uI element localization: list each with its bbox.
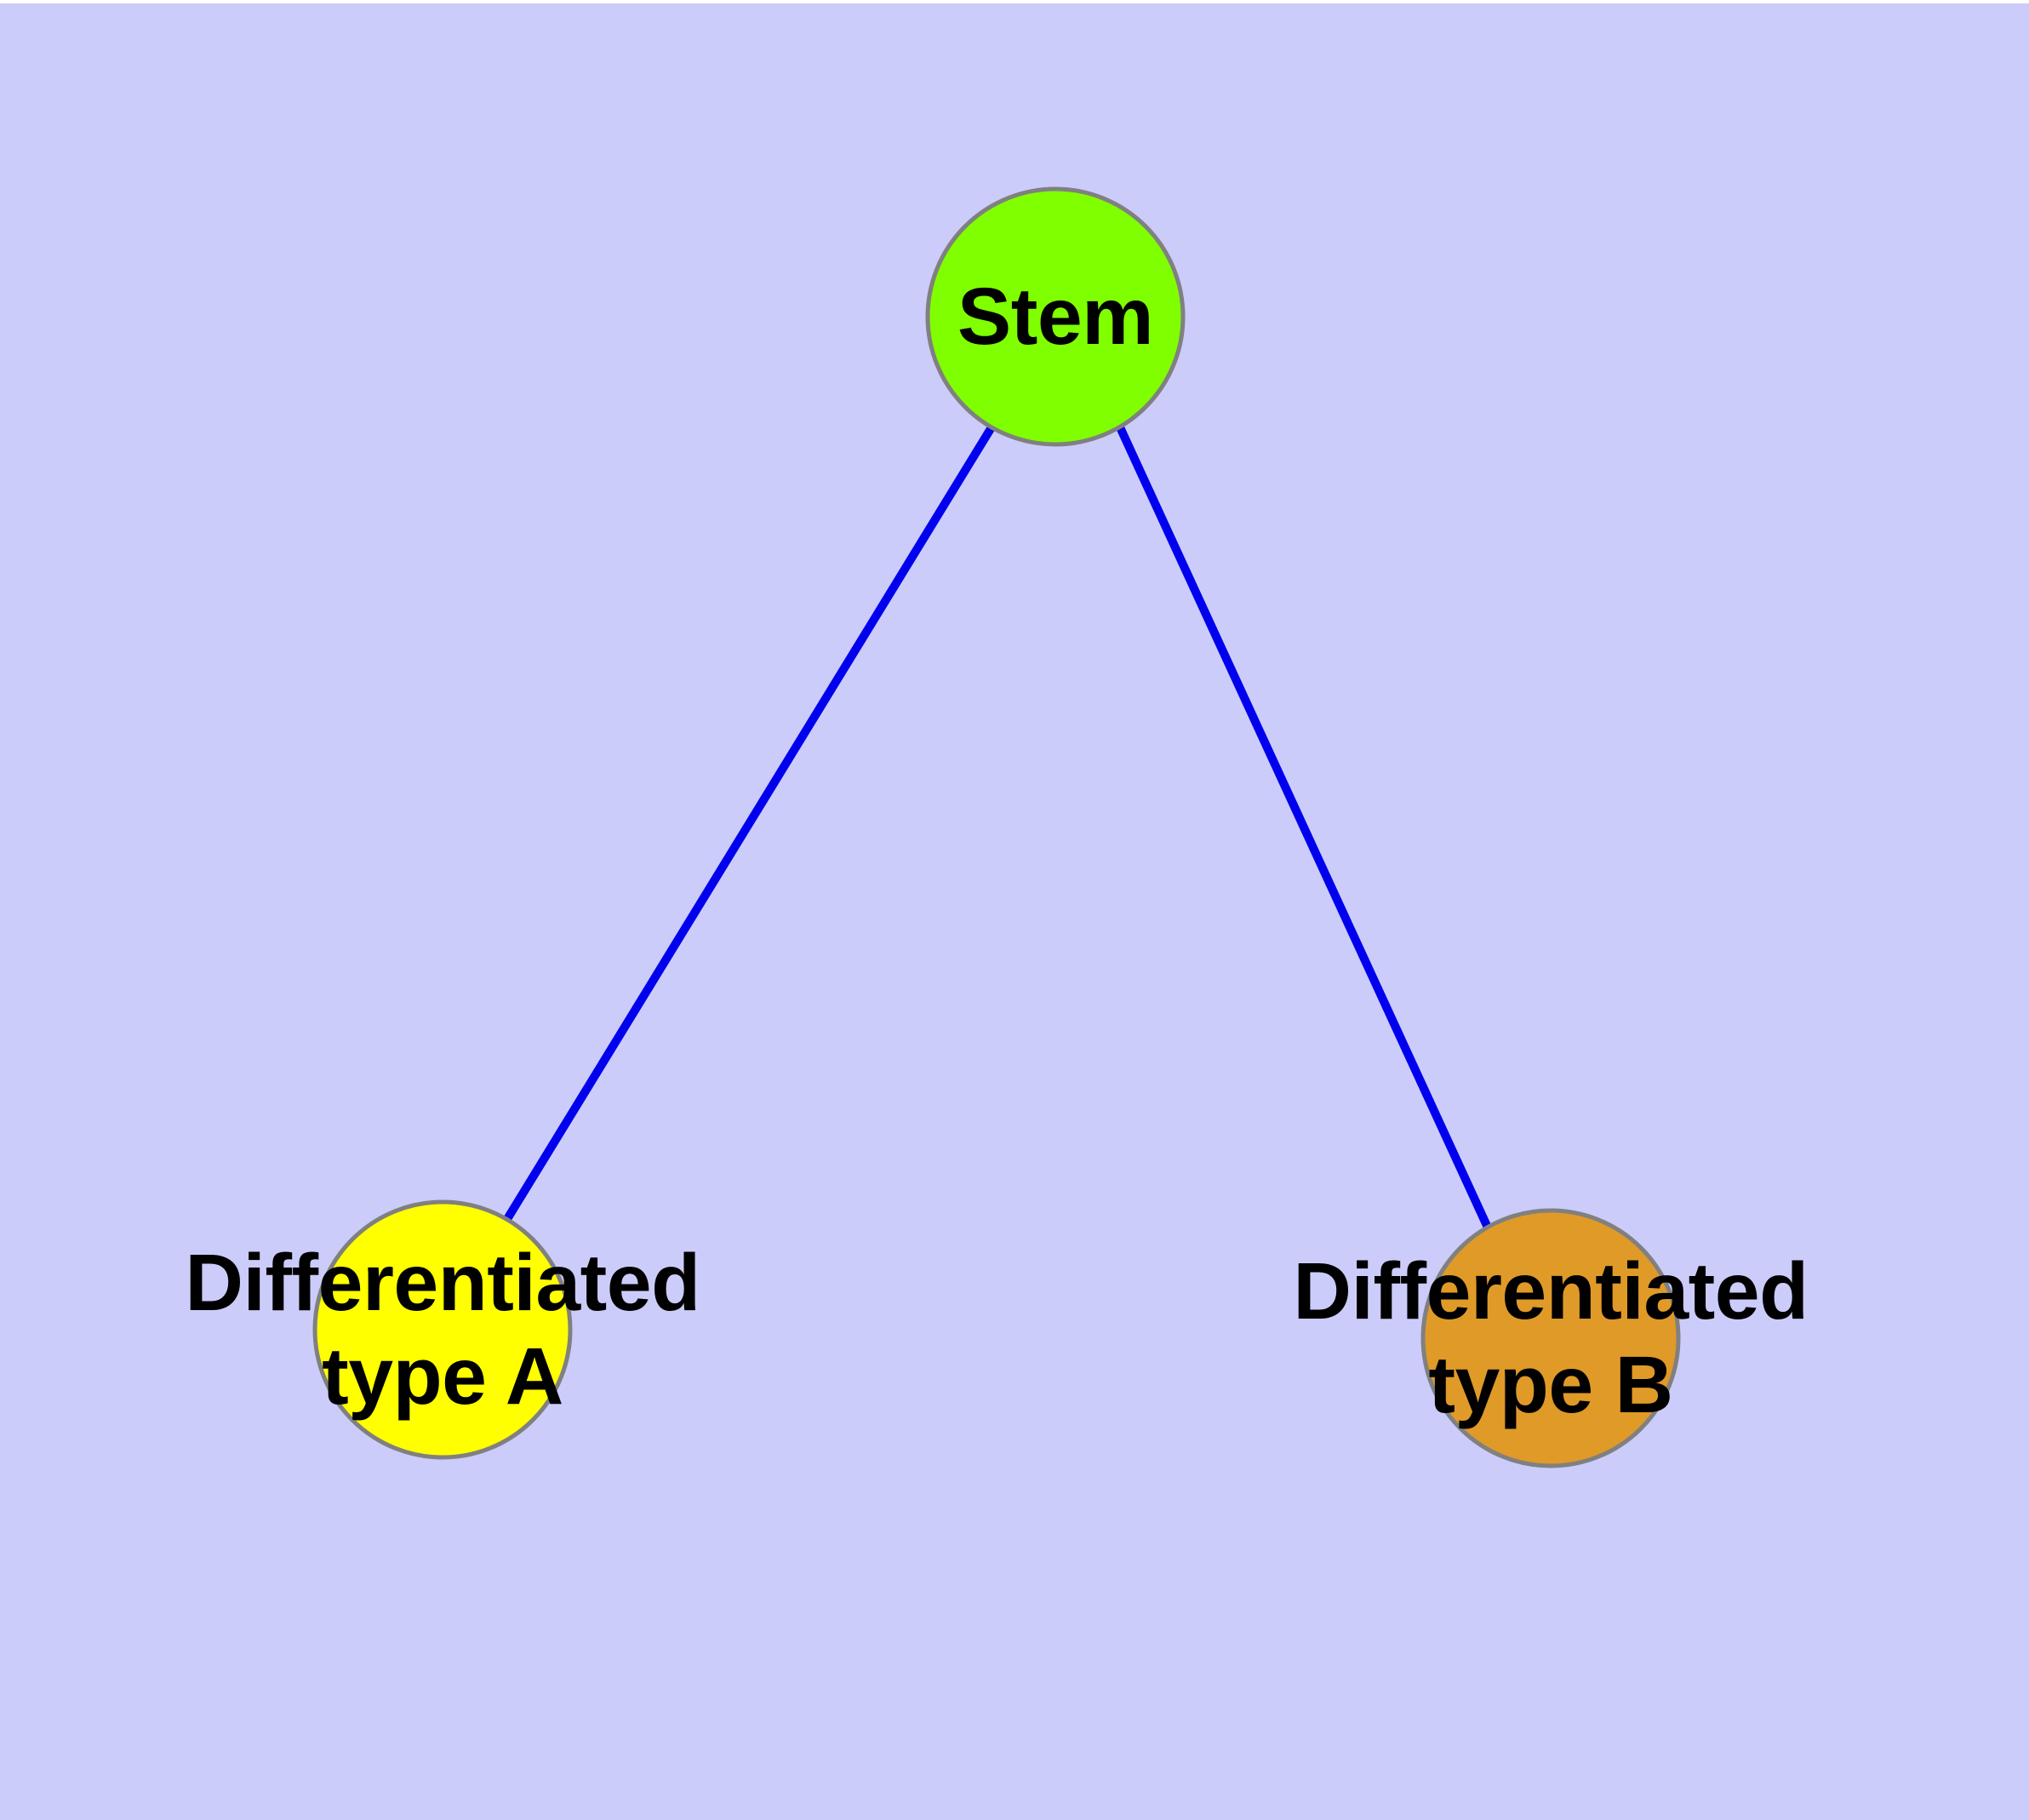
node-differentiated-type-b[interactable] [1420,1208,1681,1468]
edge-stem-to-diff-b[interactable] [1116,425,1492,1230]
edge-layer [503,425,1492,1230]
edge-stem-to-diff-a[interactable] [503,425,996,1222]
node-stem[interactable] [925,186,1186,447]
node-layer [312,186,1681,1468]
node-differentiated-type-a[interactable] [312,1199,573,1460]
